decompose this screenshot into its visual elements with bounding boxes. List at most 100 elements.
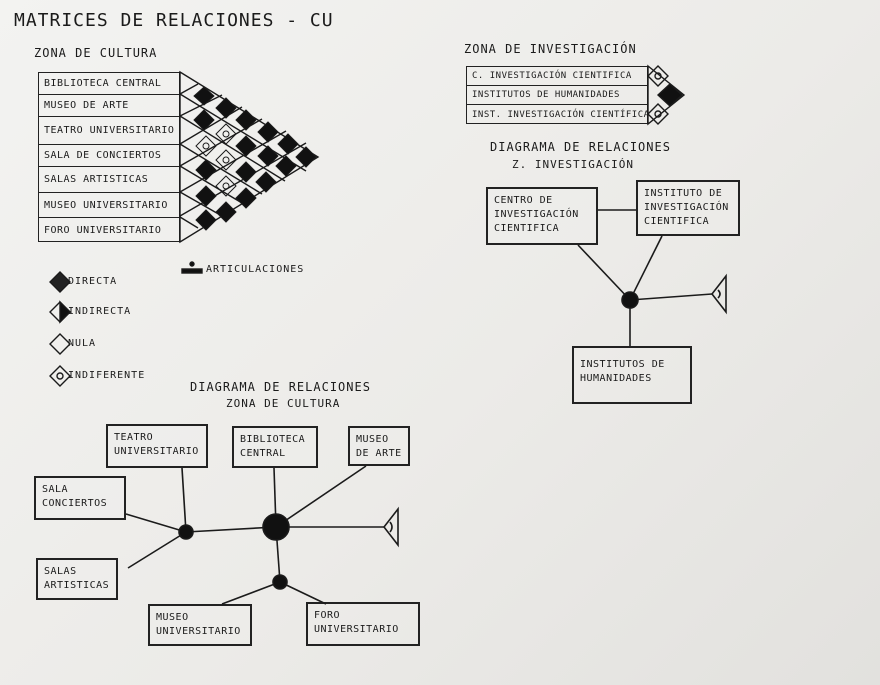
cell-indiferente	[647, 103, 669, 125]
node-text-line: UNIVERSITARIO	[314, 624, 399, 635]
matrix-gridline	[179, 165, 243, 204]
node-text-line: INSTITUTO DE	[644, 188, 723, 199]
cell-indiferente	[215, 123, 237, 145]
cell-directa	[215, 201, 237, 223]
cell-directa	[235, 187, 257, 209]
node-text-line: CIENTIFICA	[644, 216, 710, 227]
cell-directa	[193, 109, 215, 131]
junction-node	[272, 574, 288, 590]
cell-indiferente-mark	[654, 110, 662, 118]
zona-cultura-heading: ZONA DE CULTURA	[34, 46, 158, 60]
cell-indiferente-mark	[202, 142, 210, 150]
cell-directa	[656, 83, 684, 107]
matrix-gridline	[179, 106, 243, 145]
cell-directa	[257, 145, 279, 167]
matrix-outline	[647, 64, 686, 126]
legend-nula-label: NULA	[68, 338, 97, 349]
matrix-gridline	[179, 115, 286, 182]
cell-directa	[195, 185, 217, 207]
legend-indiferente-label: INDIFERENTE	[68, 370, 146, 381]
legend-symbols	[49, 261, 203, 387]
diagram-cultura-subtitle: ZONA DE CULTURA	[226, 397, 341, 410]
matrix-gridline	[179, 216, 199, 229]
cell-directa	[235, 135, 257, 157]
legend-directa-label: DIRECTA	[68, 276, 118, 287]
access-eye-icon	[710, 273, 727, 315]
directa-icon	[49, 271, 71, 293]
connector	[577, 244, 631, 301]
node-text-line: ARTISTICAS	[44, 580, 110, 591]
node-sala-conciertos: SALA CONCIERTOS	[34, 476, 126, 520]
cell-directa	[295, 146, 317, 168]
cell-indiferente	[195, 135, 217, 157]
connector	[125, 513, 187, 533]
node-text-line: MUSEO	[156, 612, 189, 623]
cell-directa	[215, 97, 237, 119]
node-text-line: INVESTIGACIÓN	[644, 202, 729, 213]
investigacion-diagram-lines	[577, 209, 727, 346]
node-text-line: CENTRO DE	[494, 195, 553, 206]
node-biblioteca-central: BIBLIOTECA CENTRAL	[232, 426, 318, 468]
connector	[275, 465, 367, 528]
node-text-line: SALA	[42, 484, 69, 495]
node-instituto-investigacion: INSTITUTO DE INVESTIGACIÓN CIENTIFICA	[636, 180, 740, 236]
cell-directa	[235, 161, 257, 183]
cell-indiferente-mark	[222, 130, 230, 138]
node-museo-universitario: MUSEO UNIVERSITARIO	[148, 604, 252, 646]
indiferente-icon-mark	[56, 372, 64, 380]
cell-directa	[255, 171, 277, 193]
cell-indiferente	[647, 65, 669, 87]
node-text-line: SALAS	[44, 566, 77, 577]
legend-indirecta-label: INDIRECTA	[68, 306, 132, 317]
cell-indirecta	[193, 86, 215, 106]
node-text-line: UNIVERSITARIO	[114, 446, 199, 457]
connector	[181, 467, 187, 533]
cell-indiferente	[215, 149, 237, 171]
cultura-diagram-lines	[125, 465, 399, 605]
zona-investigacion-heading: ZONA DE INVESTIGACIÓN	[464, 42, 637, 56]
node-salas-artisticas: SALAS ARTISTICAS	[36, 558, 118, 600]
cell-directa	[257, 121, 279, 143]
legend-articulaciones-label: ARTICULACIONES	[206, 264, 305, 275]
indirecta-icon-fill	[59, 300, 71, 324]
node-text-line: HUMANIDADES	[580, 373, 652, 384]
connector	[221, 581, 281, 605]
page-title: MATRICES DE RELACIONES - CU	[14, 10, 334, 31]
connector	[629, 235, 663, 301]
cell-directa	[195, 209, 217, 231]
cell-indiferente-mark	[654, 72, 662, 80]
node-text-line: INSTITUTOS DE	[580, 359, 665, 370]
cell-directa	[235, 109, 257, 131]
cell-indiferente	[215, 175, 237, 197]
main-junction-node	[262, 513, 290, 541]
connector	[629, 293, 713, 301]
diagram-investigacion-title: DIAGRAMA DE RELACIONES	[490, 140, 671, 154]
node-text-line: CENTRAL	[240, 448, 286, 459]
connector	[185, 526, 277, 533]
cell-directa	[277, 133, 299, 155]
junction-node	[621, 291, 639, 309]
matrix-gridline	[179, 94, 223, 117]
articulaciones-icon-dot	[189, 261, 195, 267]
matrix-gridline	[179, 83, 199, 95]
access-eye-icon-detail	[389, 521, 393, 533]
cell-indiferente-mark	[222, 156, 230, 164]
articulaciones-icon	[181, 268, 203, 274]
investigacion-matrix-triangle	[647, 64, 686, 126]
connector	[279, 581, 327, 605]
node-text-line: BIBLIOTECA	[240, 434, 306, 445]
cell-directa	[195, 159, 217, 181]
node-text-line: FORO	[314, 610, 341, 621]
node-museo-de-arte: MUSEO DE ARTE	[348, 426, 410, 466]
node-institutos-humanidades: INSTITUTOS DE HUMANIDADES	[572, 346, 692, 404]
access-eye-icon-detail	[717, 289, 721, 299]
node-text-line: TEATRO	[114, 432, 154, 443]
node-text-line: DE ARTE	[356, 448, 402, 459]
node-teatro-universitario: TEATRO UNIVERSITARIO	[106, 424, 208, 468]
diagram-investigacion-subtitle: Z. INVESTIGACIÓN	[512, 158, 634, 171]
cultura-matrix-cells	[193, 86, 317, 231]
junction-node	[178, 524, 194, 540]
connector	[127, 531, 187, 569]
